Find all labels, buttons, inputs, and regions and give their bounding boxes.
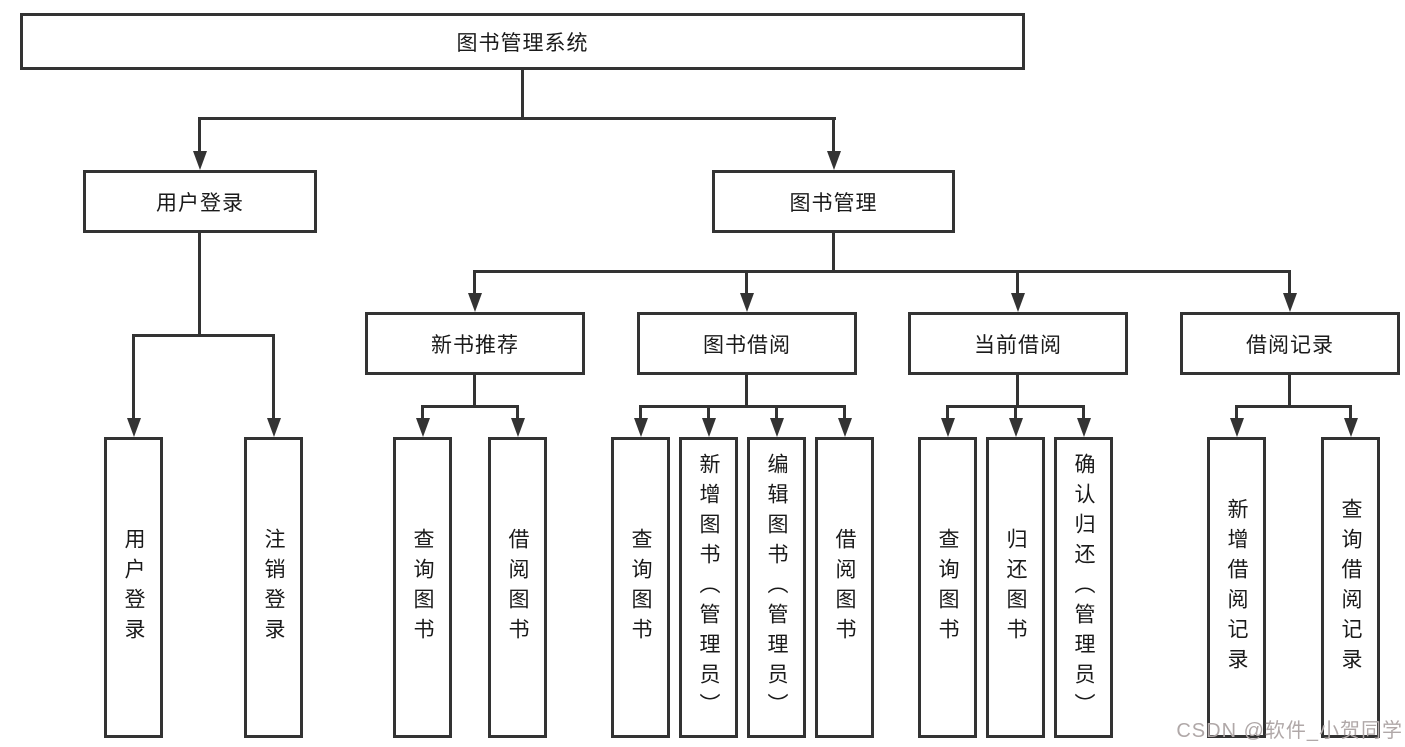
connector-line [1082, 405, 1085, 419]
connector-line [1288, 270, 1291, 294]
connector-line [1014, 405, 1017, 419]
arrow-down-icon [1077, 418, 1091, 437]
leaf-add-books-admin: 新增图书（管理员） [679, 437, 738, 738]
arrow-down-icon [702, 418, 716, 437]
connector-line [639, 405, 642, 419]
leaf-query-borrow-record: 查询借阅记录 [1321, 437, 1380, 738]
connector-line [707, 405, 710, 419]
arrow-down-icon [1344, 418, 1358, 437]
connector-line [421, 405, 424, 419]
arrow-down-icon [827, 151, 841, 170]
arrow-down-icon [193, 151, 207, 170]
connector-line [1288, 375, 1291, 408]
connector-line [1016, 375, 1019, 408]
leaf-return-books: 归还图书 [986, 437, 1045, 738]
arrow-down-icon [416, 418, 430, 437]
connector-line [1349, 405, 1352, 419]
connector-line [843, 405, 846, 419]
leaf-query-books-current: 查询图书 [918, 437, 977, 738]
leaf-borrow-books-recommend: 借阅图书 [488, 437, 547, 738]
connector-line [473, 270, 476, 294]
arrow-down-icon [468, 293, 482, 312]
leaf-query-books-recommend: 查询图书 [393, 437, 452, 738]
leaf-logout: 注销登录 [244, 437, 303, 738]
connector-line [832, 117, 835, 152]
arrow-down-icon [740, 293, 754, 312]
connector-line [473, 375, 476, 408]
connector-line [421, 405, 519, 408]
connector-line [474, 270, 1291, 273]
connector-line [745, 270, 748, 294]
node-new-book-recommend: 新书推荐 [365, 312, 585, 375]
leaf-user-login: 用户登录 [104, 437, 163, 738]
arrow-down-icon [1011, 293, 1025, 312]
node-current-borrow: 当前借阅 [908, 312, 1128, 375]
connector-line [198, 117, 201, 152]
connector-line [1235, 405, 1351, 408]
node-root-library-system: 图书管理系统 [20, 13, 1025, 70]
node-book-management: 图书管理 [712, 170, 955, 233]
leaf-edit-books-admin: 编辑图书（管理员） [747, 437, 806, 738]
connector-line [272, 334, 275, 419]
connector-line [132, 334, 275, 337]
connector-line [521, 70, 524, 118]
connector-line [516, 405, 519, 419]
connector-line [1016, 270, 1019, 294]
node-book-borrow: 图书借阅 [637, 312, 857, 375]
arrow-down-icon [267, 418, 281, 437]
arrow-down-icon [1283, 293, 1297, 312]
csdn-watermark: CSDN @软件_小贺同学 [1176, 720, 1403, 742]
arrow-down-icon [1230, 418, 1244, 437]
connector-line [946, 405, 949, 419]
connector-line [199, 117, 836, 120]
connector-line [832, 233, 835, 273]
arrow-down-icon [127, 418, 141, 437]
arrow-down-icon [511, 418, 525, 437]
arrow-down-icon [1009, 418, 1023, 437]
connector-line [639, 405, 846, 408]
connector-line [745, 375, 748, 408]
node-borrow-record: 借阅记录 [1180, 312, 1400, 375]
connector-line [198, 233, 201, 337]
connector-line [775, 405, 778, 419]
arrow-down-icon [634, 418, 648, 437]
node-user-login: 用户登录 [83, 170, 317, 233]
leaf-confirm-return-admin: 确认归还（管理员） [1054, 437, 1113, 738]
leaf-add-borrow-record: 新增借阅记录 [1207, 437, 1266, 738]
connector-line [1235, 405, 1238, 419]
leaf-borrow-books: 借阅图书 [815, 437, 874, 738]
arrow-down-icon [770, 418, 784, 437]
connector-line [132, 334, 135, 419]
arrow-down-icon [941, 418, 955, 437]
leaf-query-books: 查询图书 [611, 437, 670, 738]
arrow-down-icon [838, 418, 852, 437]
